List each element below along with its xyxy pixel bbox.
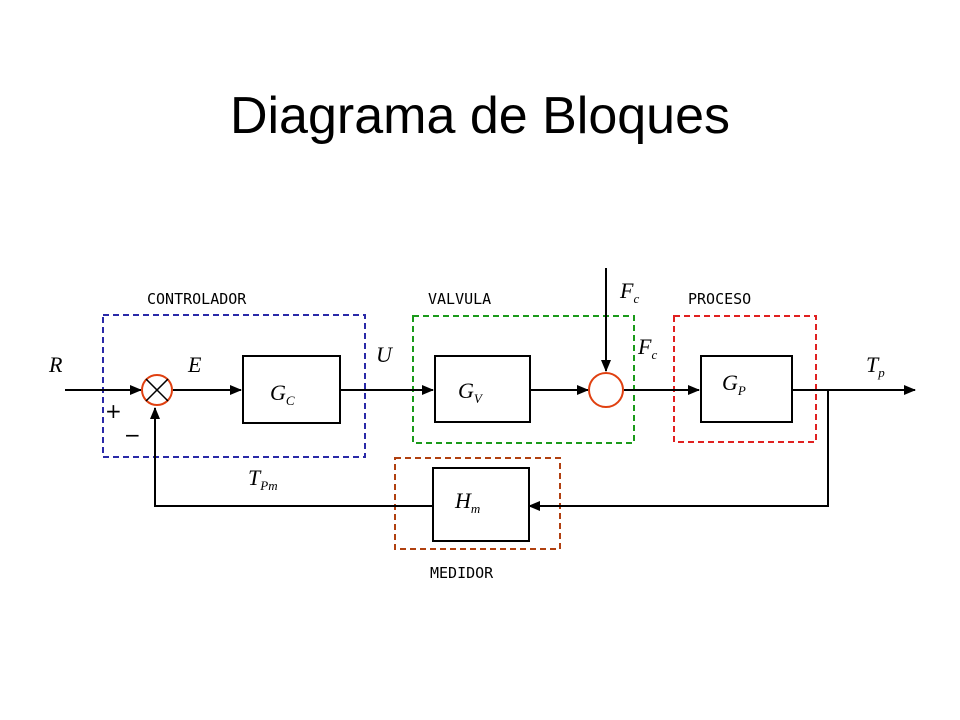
svg-text:GC: GC (270, 380, 295, 408)
valvula-group-box (412, 315, 635, 444)
minus-sign: − (124, 423, 141, 447)
wire-tpm-feedback (150, 407, 433, 507)
summing-junction-controller (141, 374, 173, 406)
block-gc-sub: C (286, 393, 295, 408)
block-gp: GP (700, 355, 793, 423)
controlador-label: CONTROLADOR (147, 290, 247, 308)
medidor-group-box (394, 457, 561, 550)
proceso-label: PROCESO (688, 290, 751, 308)
block-hm-sub: m (471, 501, 480, 516)
signal-tp-label: Tp (866, 352, 885, 380)
svg-text:GV: GV (458, 378, 484, 406)
block-gv-main: G (458, 378, 474, 403)
proceso-group-box (673, 315, 817, 443)
block-gp-sub: P (737, 383, 746, 398)
signal-u-label: U (376, 342, 394, 367)
signal-tpm-label: TPm (248, 465, 278, 493)
plus-sign: + (105, 399, 122, 423)
svg-text:GP: GP (722, 370, 746, 398)
block-hm: Hm (432, 467, 530, 542)
signal-r-label: R (48, 352, 63, 377)
block-hm-main: H (454, 488, 472, 513)
block-gp-main: G (722, 370, 738, 395)
valvula-label: VALVULA (428, 290, 491, 308)
signal-fc-output-label: Fc (637, 334, 657, 362)
block-gc: GC (242, 355, 341, 424)
summing-junction-disturbance (588, 372, 624, 408)
medidor-label: MEDIDOR (430, 564, 494, 582)
signal-fc-top-label: Fc (619, 278, 639, 306)
block-gv: GV (434, 355, 531, 423)
block-gv-sub: V (474, 391, 484, 406)
wire-feedback-to-measurer (528, 390, 829, 511)
block-gc-main: G (270, 380, 286, 405)
signal-e-label: E (187, 352, 202, 377)
svg-text:Hm: Hm (454, 488, 480, 516)
controlador-group-box (102, 314, 366, 458)
page-title: Diagrama de Bloques (229, 87, 731, 145)
